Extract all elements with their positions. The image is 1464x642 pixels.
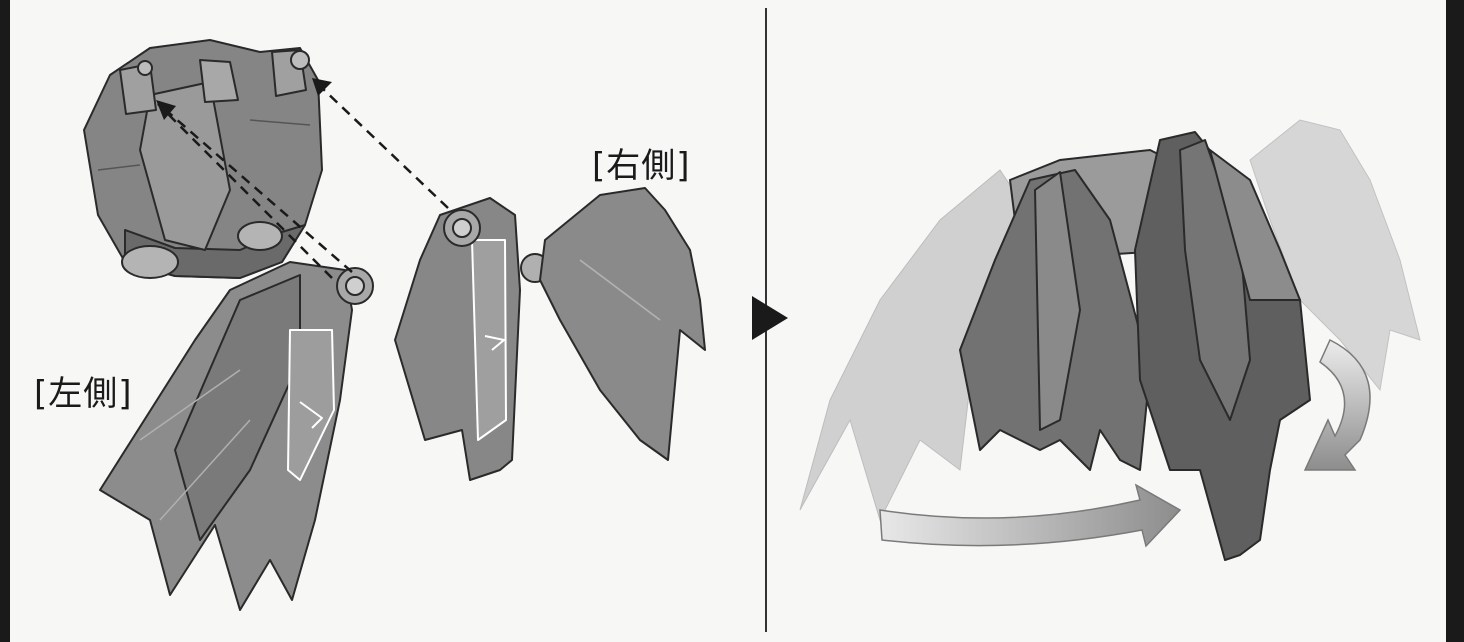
folded-wing-right [1134, 131, 1311, 561]
backpack-part [83, 39, 323, 279]
dashed-arrow-3 [321, 87, 449, 209]
left-wing-part [99, 261, 374, 611]
dashed-arrow-2 [157, 103, 333, 279]
step-arrow-icon [752, 296, 788, 340]
left-side-label: [左側] [34, 374, 133, 414]
frame-left-border [0, 0, 10, 642]
assembly-arrows [157, 87, 449, 279]
right-wing-part [394, 187, 706, 481]
folded-wing-left [959, 169, 1151, 471]
frame-right-border [1446, 0, 1464, 642]
right-side-label: [右側] [592, 146, 691, 186]
dashed-arrow-1 [167, 111, 353, 273]
rotation-arrow-bottom-icon [879, 483, 1182, 548]
arrowheads [156, 78, 332, 120]
rotation-arrow-right-icon [1303, 338, 1371, 471]
